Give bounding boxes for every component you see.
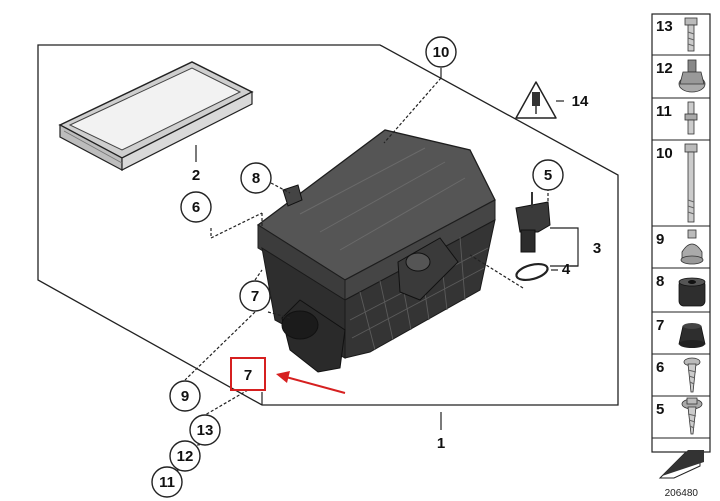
- callout-8: 8: [240, 162, 272, 194]
- callout-label: 6: [192, 199, 200, 216]
- callout-1: 1: [437, 435, 445, 452]
- bushing-icon: [678, 277, 706, 307]
- side-label-10: 10: [656, 145, 673, 162]
- rubber-buffer-icon: [678, 323, 706, 348]
- callout-14: 14: [572, 93, 589, 110]
- callout-13: 13: [189, 414, 221, 446]
- rubber-mount-icon: [680, 229, 704, 265]
- gasket-ring: [515, 262, 549, 282]
- side-label-6: 6: [656, 359, 664, 376]
- callout-9: 9: [169, 380, 201, 412]
- flange-screw-icon: [681, 397, 703, 435]
- callout-11: 11: [151, 466, 183, 498]
- callout-2: 2: [192, 167, 200, 184]
- side-label-5: 5: [656, 401, 664, 418]
- callout-label: 13: [197, 422, 214, 439]
- document-number: 206480: [665, 488, 699, 499]
- side-label-13: 13: [656, 18, 673, 35]
- red-arrow-icon: [276, 371, 346, 394]
- side-label-7: 7: [656, 317, 664, 334]
- arrow-symbol-icon: [658, 450, 704, 479]
- side-label-8: 8: [656, 273, 664, 290]
- mass-air-flow-sensor: [515, 192, 551, 253]
- fastener-side-panel: 13 12 11 10 9 8 7 6 5: [651, 13, 711, 499]
- callout-label: 11: [159, 474, 175, 491]
- callout-label: 7: [251, 288, 259, 305]
- callout-12: 12: [169, 440, 201, 472]
- callout-10: 10: [425, 36, 457, 68]
- highlight-box: [230, 357, 266, 391]
- screw-icon: [683, 357, 701, 393]
- callout-4: 4: [562, 261, 571, 278]
- callout-3: 3: [593, 240, 601, 257]
- long-bolt-icon: [684, 143, 698, 223]
- callout-label: 10: [433, 44, 450, 61]
- grommet-icon: [678, 59, 706, 93]
- side-label-9: 9: [656, 231, 664, 248]
- callout-label: 9: [181, 388, 189, 405]
- callout-5: 5: [532, 159, 564, 191]
- air-filter-housing: [256, 129, 496, 373]
- callout-7-upper: 7: [239, 280, 271, 312]
- assembly-outline: [37, 44, 619, 406]
- callout-label: 12: [177, 448, 194, 465]
- bolt-icon: [684, 17, 698, 52]
- callout-6: 6: [180, 191, 212, 223]
- callout-label: 5: [544, 167, 552, 184]
- stud-icon: [684, 101, 698, 135]
- callout-label: 8: [252, 170, 260, 187]
- warning-triangle-icon: [515, 81, 557, 119]
- callout-7-highlighted: 7: [244, 367, 252, 384]
- side-label-11: 11: [656, 103, 672, 120]
- air-filter-element: [58, 61, 254, 171]
- side-label-12: 12: [656, 60, 673, 77]
